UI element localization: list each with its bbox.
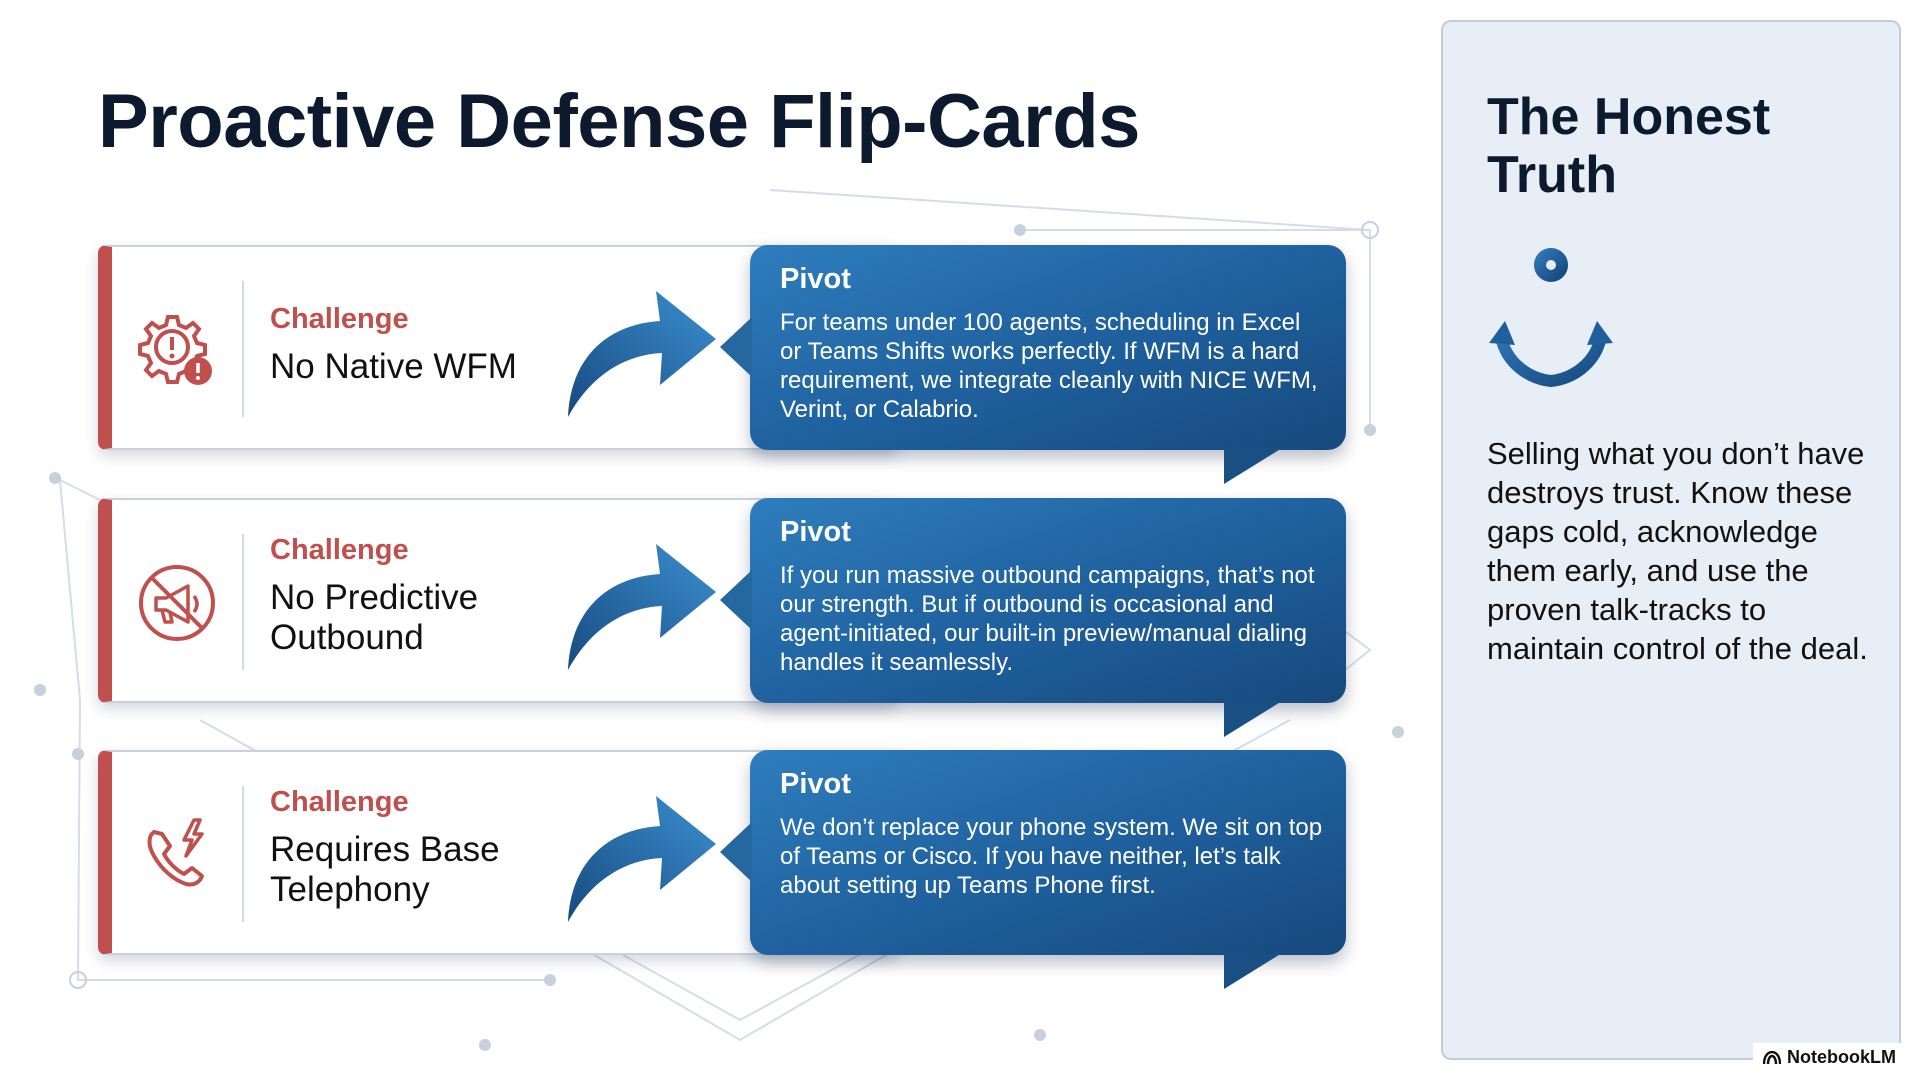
- bubble-tail: [1224, 701, 1282, 737]
- challenge-title: No Predictive Outbound: [270, 578, 479, 657]
- notebooklm-logo-icon: [1763, 1050, 1782, 1064]
- panel-text: Selling what you don’t have destroys tru…: [1487, 436, 1868, 666]
- pivot-label: Pivot: [780, 263, 851, 295]
- challenge-label: Challenge: [270, 786, 409, 818]
- pivot-text: If you run massive outbound campaigns, t…: [780, 562, 1315, 676]
- pivot-bubble[interactable]: Pivot If you run massive outbound campai…: [720, 498, 1346, 737]
- bubble-tail: [720, 317, 752, 377]
- pivot-text: We don’t replace your phone system. We s…: [780, 814, 1323, 899]
- phone-lightning-icon: [147, 818, 204, 887]
- flip-card-row: Challenge No Predictive Outbound Pivot I…: [98, 498, 1346, 737]
- bubble-tail: [1224, 953, 1282, 989]
- curved-arrow-icon: [568, 544, 716, 670]
- card-divider: [242, 281, 244, 417]
- curved-arrow-icon: [568, 291, 716, 417]
- pivot-bubble[interactable]: Pivot We don’t replace your phone system…: [720, 750, 1346, 989]
- pivot-text: For teams under 100 agents, scheduling i…: [780, 309, 1318, 423]
- flip-card-row: Challenge Requires Base Telephony Pivot …: [98, 750, 1346, 989]
- bubble-tail: [1224, 448, 1282, 484]
- bubble-tail: [720, 570, 752, 630]
- pivot-label: Pivot: [780, 768, 851, 800]
- flip-card-row: Challenge No Native WFM Pivot For teams …: [98, 245, 1346, 484]
- page-title: Proactive Defense Flip-Cards: [98, 79, 1140, 164]
- card-divider: [242, 786, 244, 922]
- curved-arrow-icon: [568, 796, 716, 922]
- anchor-icon: [1489, 248, 1613, 387]
- brand-label: NotebookLM: [1787, 1047, 1896, 1067]
- pivot-bubble[interactable]: Pivot For teams under 100 agents, schedu…: [720, 245, 1346, 484]
- honest-truth-panel: The Honest Truth Selling what you don’t …: [1441, 20, 1901, 1060]
- pivot-label: Pivot: [780, 516, 851, 548]
- challenge-label: Challenge: [270, 534, 409, 566]
- no-megaphone-icon: [139, 565, 215, 641]
- challenge-title: No Native WFM: [270, 347, 517, 386]
- challenge-label: Challenge: [270, 303, 409, 335]
- panel-title: The Honest Truth: [1487, 88, 1771, 204]
- gear-alert-icon: [138, 315, 212, 385]
- card-divider: [242, 534, 244, 670]
- bubble-tail: [720, 822, 752, 882]
- challenge-title: Requires Base Telephony: [270, 830, 500, 909]
- brand-badge: NotebookLM: [1753, 1043, 1906, 1072]
